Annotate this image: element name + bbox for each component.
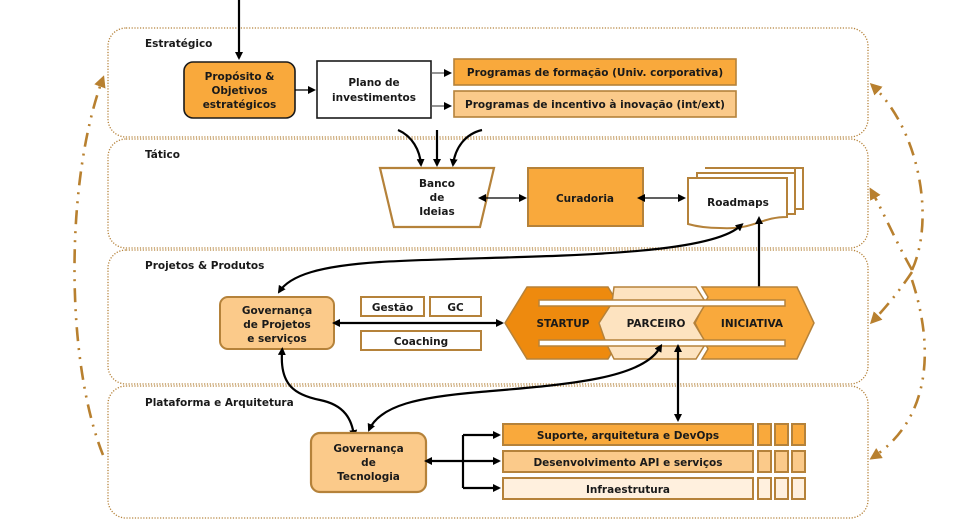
cycle-arrow-left bbox=[73, 75, 106, 456]
layer-support-devops[interactable]: Suporte, arquitetura e DevOps bbox=[502, 423, 754, 446]
portfolio-bar-bottom bbox=[538, 339, 786, 347]
arrow-partner-tech-gov bbox=[367, 343, 663, 432]
layer-cell bbox=[791, 450, 806, 473]
layer-cell bbox=[774, 477, 789, 500]
roadmaps-document-stack[interactable]: Roadmaps bbox=[687, 167, 804, 230]
layer-cell bbox=[774, 450, 789, 473]
lane-tactical: Tático bbox=[107, 138, 869, 249]
arrow-project-gov-tech-gov bbox=[277, 347, 358, 438]
project-governance-line-3: e serviços bbox=[247, 333, 306, 345]
management-label: Gestão bbox=[372, 302, 413, 314]
roadmaps-label: Roadmaps bbox=[707, 197, 769, 209]
lane-title-strategic: Estratégico bbox=[145, 38, 212, 50]
layer-cells bbox=[757, 423, 806, 500]
arrow-into-ideas-left bbox=[397, 128, 425, 167]
layer-cell bbox=[757, 450, 772, 473]
coaching-label: Coaching bbox=[394, 336, 448, 348]
layer-cell bbox=[774, 423, 789, 446]
lane-title-tactical: Tático bbox=[145, 149, 180, 161]
curation-label: Curadoria bbox=[556, 193, 614, 205]
lane-title-projects: Projetos & Produtos bbox=[145, 260, 264, 272]
layer-cell bbox=[757, 423, 772, 446]
training-programs-label: Programas de formação (Univ. corporativa… bbox=[467, 67, 723, 79]
purpose-line-3: estratégicos bbox=[203, 99, 277, 111]
project-governance-box[interactable]: Governança de Projetos e serviços bbox=[219, 296, 335, 350]
layer-api-services[interactable]: Desenvolvimento API e serviços bbox=[502, 450, 754, 473]
partner-label: PARCEIRO bbox=[627, 318, 686, 330]
cycle-arrow-right-down-2 bbox=[869, 279, 927, 460]
cycle-arrow-right-down-1 bbox=[869, 271, 914, 325]
tech-governance-line-3: Tecnologia bbox=[337, 471, 400, 483]
idea-bank-line-3: Ideias bbox=[419, 206, 454, 218]
tech-governance-line-1: Governança bbox=[333, 443, 403, 455]
cycle-arrow-right-up-2 bbox=[869, 187, 914, 271]
layer-cell bbox=[757, 477, 772, 500]
layer-cell bbox=[791, 477, 806, 500]
purpose-objectives-box[interactable]: Propósito & Objetivos estratégicos bbox=[183, 61, 296, 119]
investment-plan-box[interactable]: Plano de investimentos bbox=[316, 60, 432, 119]
curation-box[interactable]: Curadoria bbox=[527, 167, 644, 227]
layer-infrastructure-label: Infraestrutura bbox=[586, 484, 670, 496]
platform-connector bbox=[424, 431, 501, 492]
tech-governance-box[interactable]: Governança de Tecnologia bbox=[309, 431, 428, 494]
idea-bank-line-1: Banco bbox=[419, 178, 455, 190]
coaching-box[interactable]: Coaching bbox=[360, 330, 482, 351]
layer-infrastructure[interactable]: Infraestrutura bbox=[502, 477, 754, 500]
lane-title-platform: Plataforma e Arquitetura bbox=[145, 397, 294, 409]
portfolio-bar-top bbox=[538, 299, 786, 307]
arrow-into-ideas-right bbox=[449, 128, 483, 167]
training-programs-box[interactable]: Programas de formação (Univ. corporativa… bbox=[453, 58, 737, 86]
layer-api-label: Desenvolvimento API e serviços bbox=[533, 457, 722, 469]
purpose-line-1: Propósito & bbox=[205, 71, 275, 83]
initiative-label: INICIATIVA bbox=[721, 318, 784, 330]
lane-strategic: Estratégico bbox=[107, 27, 869, 138]
project-governance-line-2: de Projetos bbox=[243, 319, 311, 331]
knowledge-management-box[interactable]: GC bbox=[429, 296, 482, 317]
portfolio-hexagon: STARTUP PARCEIRO INICIATIVA bbox=[504, 286, 815, 360]
idea-bank-trapezoid[interactable]: Banco de Ideias bbox=[378, 166, 496, 229]
startup-label: STARTUP bbox=[536, 318, 589, 330]
tech-governance-line-2: de bbox=[361, 457, 376, 469]
idea-bank-line-2: de bbox=[430, 192, 445, 204]
cycle-arrow-right-up-1 bbox=[869, 82, 924, 271]
knowledge-management-label: GC bbox=[447, 302, 464, 314]
incentive-programs-box[interactable]: Programas de incentivo à inovação (int/e… bbox=[453, 90, 737, 118]
purpose-line-2: Objetivos bbox=[211, 85, 267, 97]
plan-line-2: investimentos bbox=[332, 92, 416, 104]
plan-line-1: Plano de bbox=[348, 77, 399, 89]
project-governance-line-1: Governança bbox=[242, 305, 312, 317]
layer-cell bbox=[791, 423, 806, 446]
arrow-roadmaps-project-governance bbox=[277, 223, 744, 294]
layer-support-label: Suporte, arquitetura e DevOps bbox=[537, 430, 719, 442]
management-box[interactable]: Gestão bbox=[360, 296, 425, 317]
incentive-programs-label: Programas de incentivo à inovação (int/e… bbox=[465, 99, 725, 111]
